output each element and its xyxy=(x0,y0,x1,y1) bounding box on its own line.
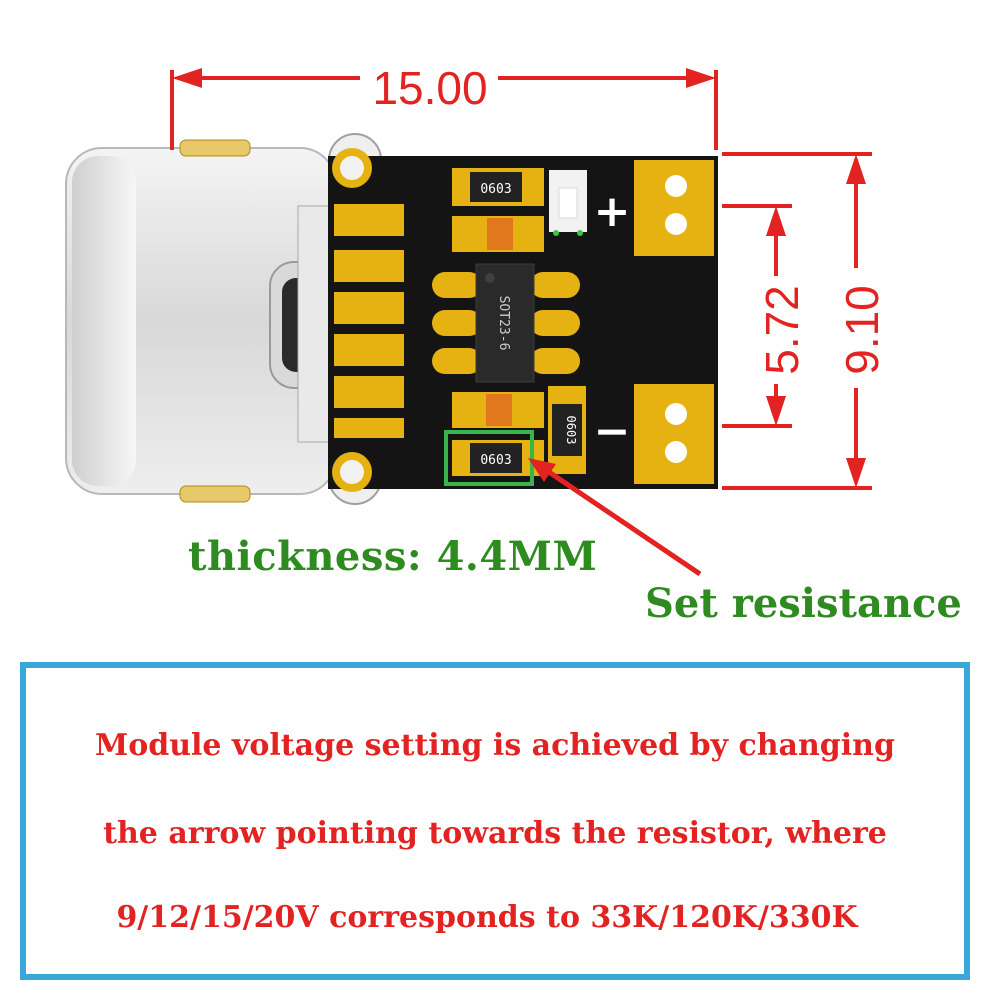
set-resistance-arrow xyxy=(528,458,702,577)
capacitor-top xyxy=(452,216,544,252)
set-resistor: 0603 xyxy=(452,440,544,476)
positive-output-pad xyxy=(634,160,714,256)
vertical-resistor-marking: 0603 xyxy=(564,416,578,445)
minus-label: − xyxy=(594,406,631,457)
capacitor-bottom xyxy=(452,392,544,428)
height-dimension xyxy=(722,152,872,490)
chip-marking: SOT23-6 xyxy=(496,296,511,351)
width-dimension xyxy=(170,68,718,150)
height-label: 9.10 xyxy=(836,285,888,375)
set-resistor-marking: 0603 xyxy=(480,453,511,468)
thickness-caption: thickness: 4.4MM xyxy=(188,533,598,580)
pcb-board: 0603 + xyxy=(328,148,718,492)
note-line-1: Module voltage setting is achieved by ch… xyxy=(95,728,895,763)
sot23-pads xyxy=(432,272,580,374)
width-label: 15.00 xyxy=(372,62,487,114)
resistor-vertical: 0603 xyxy=(548,386,586,474)
resistor-top: 0603 xyxy=(452,168,544,206)
sot23-chip: SOT23-6 xyxy=(475,263,535,383)
set-resistor-highlight xyxy=(444,430,534,486)
note-line-2: the arrow pointing towards the resistor,… xyxy=(103,816,887,851)
resistor-top-marking: 0603 xyxy=(480,182,511,197)
pad-spacing-label: 5.72 xyxy=(756,285,808,375)
usb-contact-pads xyxy=(334,204,404,438)
note-line-3: 9/12/15/20V corresponds to 33K/120K/330K xyxy=(116,900,858,935)
set-resistance-caption: Set resistance xyxy=(645,580,962,627)
pad-spacing-dimension xyxy=(722,204,792,428)
negative-output-pad xyxy=(634,384,714,484)
module-drawing: 0603 + xyxy=(65,62,888,577)
voltage-note-box: Module voltage setting is achieved by ch… xyxy=(20,662,970,980)
plus-label: + xyxy=(594,186,631,237)
led xyxy=(549,170,587,236)
